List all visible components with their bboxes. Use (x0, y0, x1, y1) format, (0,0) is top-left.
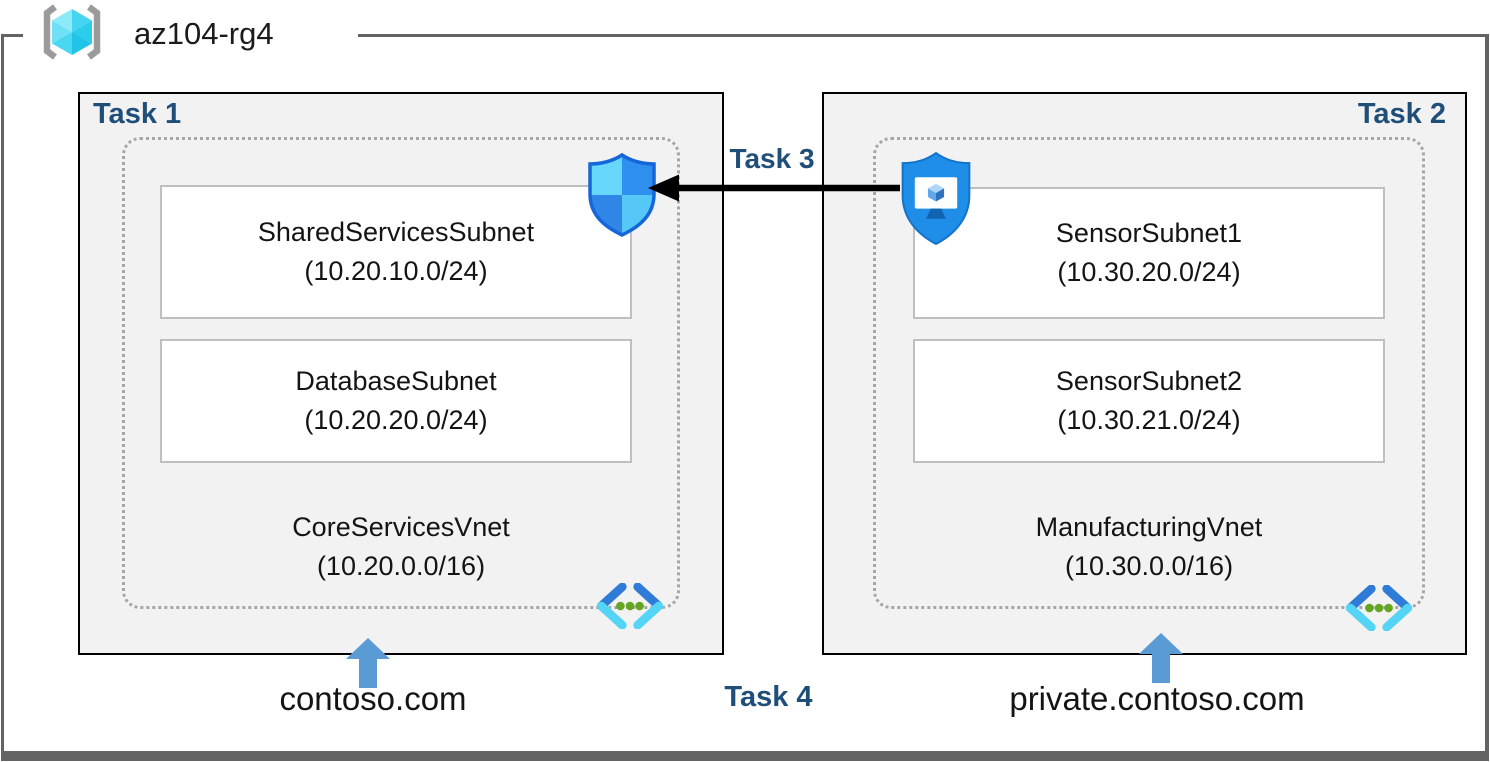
core-services-vnet-boundary (122, 137, 680, 609)
frame-border-top-right-segment (358, 34, 1487, 37)
peering-left-arrow-icon (646, 170, 902, 211)
frame-border-bottom (1, 751, 1489, 761)
virtual-network-icon (1341, 584, 1417, 636)
network-security-group-shield-icon (584, 152, 660, 243)
subnet-name: DatabaseSubnet (295, 365, 497, 396)
task3-label: Task 3 (729, 143, 815, 174)
subnet-name: SharedServicesSubnet (257, 216, 535, 247)
subnet-cidr: (10.30.21.0/24) (1057, 405, 1241, 435)
vnet-cidr-text: (10.30.0.0/16) (1064, 551, 1234, 582)
subnet-cidr: (10.30.20.0/24) (1057, 257, 1241, 287)
dns-up-arrow-icon (1139, 633, 1183, 688)
vnet-name-text: CoreServicesVnet (292, 512, 510, 542)
frame-border-right (1485, 34, 1489, 753)
vnet-cidr-text: (10.20.0.0/16) (316, 551, 486, 582)
protected-vm-shield-icon (895, 150, 977, 252)
core-services-vnet-label: CoreServicesVnet (10.20.0.0/16) (122, 508, 680, 586)
resource-group-icon (38, 2, 106, 67)
task2-label: Task 2 (1357, 98, 1446, 130)
shared-services-subnet-box: SharedServicesSubnet (10.20.10.0/24) (160, 185, 632, 319)
frame-border-top-left-segment (1, 34, 23, 37)
private-contoso-domain-label: private.contoso.com (1009, 680, 1305, 717)
subnet-name: SensorSubnet1 (1055, 217, 1243, 248)
sensor-subnet1-box: SensorSubnet1 (10.30.20.0/24) (913, 187, 1385, 319)
subnet-cidr: (10.20.20.0/24) (304, 405, 488, 435)
database-subnet-box: DatabaseSubnet (10.20.20.0/24) (160, 339, 632, 463)
resource-group-title: az104-rg4 (134, 16, 274, 51)
task1-label: Task 1 (93, 98, 182, 130)
subnet-name: SensorSubnet2 (1055, 365, 1243, 396)
sensor-subnet2-box: SensorSubnet2 (10.30.21.0/24) (913, 339, 1385, 463)
dns-up-arrow-icon (346, 638, 390, 693)
subnet-cidr: (10.20.10.0/24) (304, 256, 488, 286)
vnet-name-text: ManufacturingVnet (1035, 512, 1263, 542)
contoso-domain-label: contoso.com (279, 680, 467, 717)
virtual-network-icon (592, 582, 668, 634)
task4-label: Task 4 (724, 681, 813, 713)
manufacturing-vnet-label: ManufacturingVnet (10.30.0.0/16) (873, 508, 1425, 586)
frame-border-left (1, 34, 4, 753)
manufacturing-vnet-boundary (873, 137, 1425, 609)
